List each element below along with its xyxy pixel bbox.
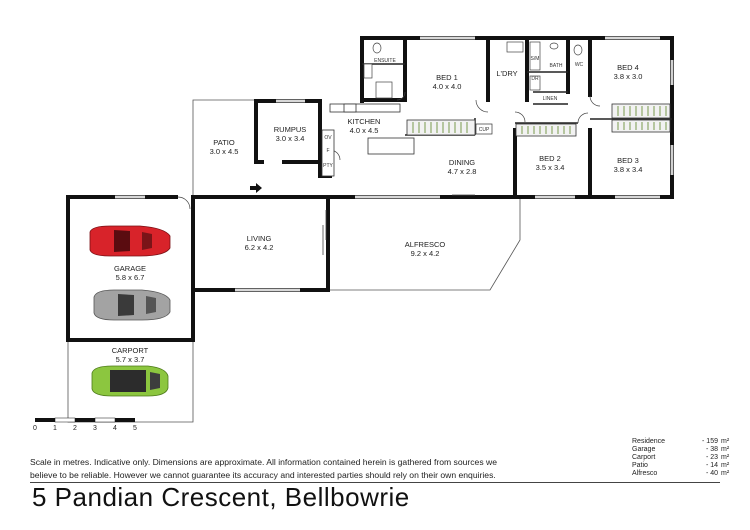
- car-grey-icon: [93, 289, 171, 321]
- wardrobes: [406, 103, 671, 137]
- alfresco-dims: 9.2 x 4.2: [411, 249, 440, 258]
- patio-dims: 3.0 x 4.5: [210, 147, 239, 156]
- bed3-label: BED 3: [617, 156, 639, 165]
- car-red-icon: [89, 225, 171, 257]
- kitchen-dims: 4.0 x 4.5: [350, 126, 379, 135]
- scale-bar: 0 1 2 3 4 5: [33, 417, 137, 432]
- dryer-label: DR: [531, 76, 539, 82]
- rumpus-label: RUMPUS: [274, 125, 307, 134]
- toilet-icon: [573, 44, 583, 56]
- area-name: Residence: [632, 438, 666, 445]
- bed3-dims: 3.8 x 3.4: [614, 165, 643, 174]
- property-address: 5 Pandian Crescent, Bellbowrie: [32, 482, 410, 512]
- area-name: Garage: [632, 446, 656, 453]
- dining-label: DINING: [449, 158, 475, 167]
- bed2-dims: 3.5 x 3.4: [536, 163, 565, 172]
- car-green-icon: [91, 365, 169, 397]
- bed2-label: BED 2: [539, 154, 561, 163]
- floor-plan: PATIO 3.0 x 4.5 RUMPUS 3.0 x 3.4 KITCHEN…: [33, 36, 674, 432]
- area-value: - 40: [705, 470, 718, 477]
- sm-label: S/M: [531, 56, 540, 62]
- scale-tick-4: 4: [113, 425, 117, 432]
- patio-label: PATIO: [213, 138, 235, 147]
- disclaimer-line-1: Scale in metres. Indicative only. Dimens…: [30, 457, 497, 467]
- ensuite-label: ENSUITE: [374, 58, 396, 64]
- area-unit: m²: [721, 438, 730, 445]
- area-unit: m²: [721, 446, 730, 453]
- cupboard-label: CUP: [479, 127, 490, 133]
- bathtub-icon: [529, 41, 541, 71]
- patio-outline: [192, 99, 256, 195]
- kitchen-counters: [321, 103, 415, 177]
- entry-arrow-icon: [250, 183, 262, 193]
- living-dims: 6.2 x 4.2: [245, 243, 274, 252]
- fridge-label: F: [326, 148, 329, 154]
- area-value: - 38: [705, 446, 718, 453]
- area-unit: m²: [721, 454, 730, 461]
- living-label: LIVING: [247, 234, 272, 243]
- scale-tick-2: 2: [73, 425, 77, 432]
- oven-label: OV: [324, 135, 332, 141]
- bed1-dims: 4.0 x 4.0: [433, 82, 462, 91]
- kitchen-label: KITCHEN: [348, 117, 381, 126]
- sliding-door: [322, 194, 475, 255]
- linen-label: LINEN: [543, 96, 558, 102]
- disclaimer-line-2: believe to be reliable. However we canno…: [30, 470, 496, 480]
- area-value: - 14: [705, 462, 718, 469]
- scale-tick-1: 1: [53, 425, 57, 432]
- alfresco-label: ALFRESCO: [405, 240, 446, 249]
- laundry-tub-icon: [506, 41, 524, 53]
- carport-label: CARPORT: [112, 346, 149, 355]
- area-value: - 159: [702, 438, 718, 445]
- basin-icon: [363, 63, 373, 79]
- divider: [30, 482, 720, 483]
- area-value: - 23: [705, 454, 718, 461]
- area-name: Carport: [632, 454, 656, 461]
- scale-tick-5: 5: [133, 425, 137, 432]
- basin-icon: [549, 42, 559, 50]
- toilet-icon: [372, 42, 382, 54]
- pantry-label: PTY: [323, 163, 333, 169]
- washing-machine-icon: [529, 75, 541, 91]
- garage-label: GARAGE: [114, 264, 146, 273]
- bed4-dims: 3.8 x 3.0: [614, 72, 643, 81]
- laundry-label: L'DRY: [496, 69, 517, 78]
- bath-label: BATH: [550, 63, 563, 69]
- wc-label: WC: [575, 62, 584, 68]
- garage-dims: 5.8 x 6.7: [116, 273, 145, 282]
- area-unit: m²: [721, 462, 730, 469]
- rumpus-dims: 3.0 x 3.4: [276, 134, 305, 143]
- carport-dims: 5.7 x 3.7: [116, 355, 145, 364]
- shower-icon: [375, 81, 393, 99]
- area-unit: m²: [721, 470, 730, 477]
- dining-dims: 4.7 x 2.8: [448, 167, 477, 176]
- bed1-label: BED 1: [436, 73, 458, 82]
- scale-tick-3: 3: [93, 425, 97, 432]
- area-name: Patio: [632, 462, 648, 469]
- bed4-label: BED 4: [617, 63, 639, 72]
- scale-tick-0: 0: [33, 425, 37, 432]
- disclaimer: Scale in metres. Indicative only. Dimens…: [30, 456, 590, 482]
- area-name: Alfresco: [632, 470, 658, 477]
